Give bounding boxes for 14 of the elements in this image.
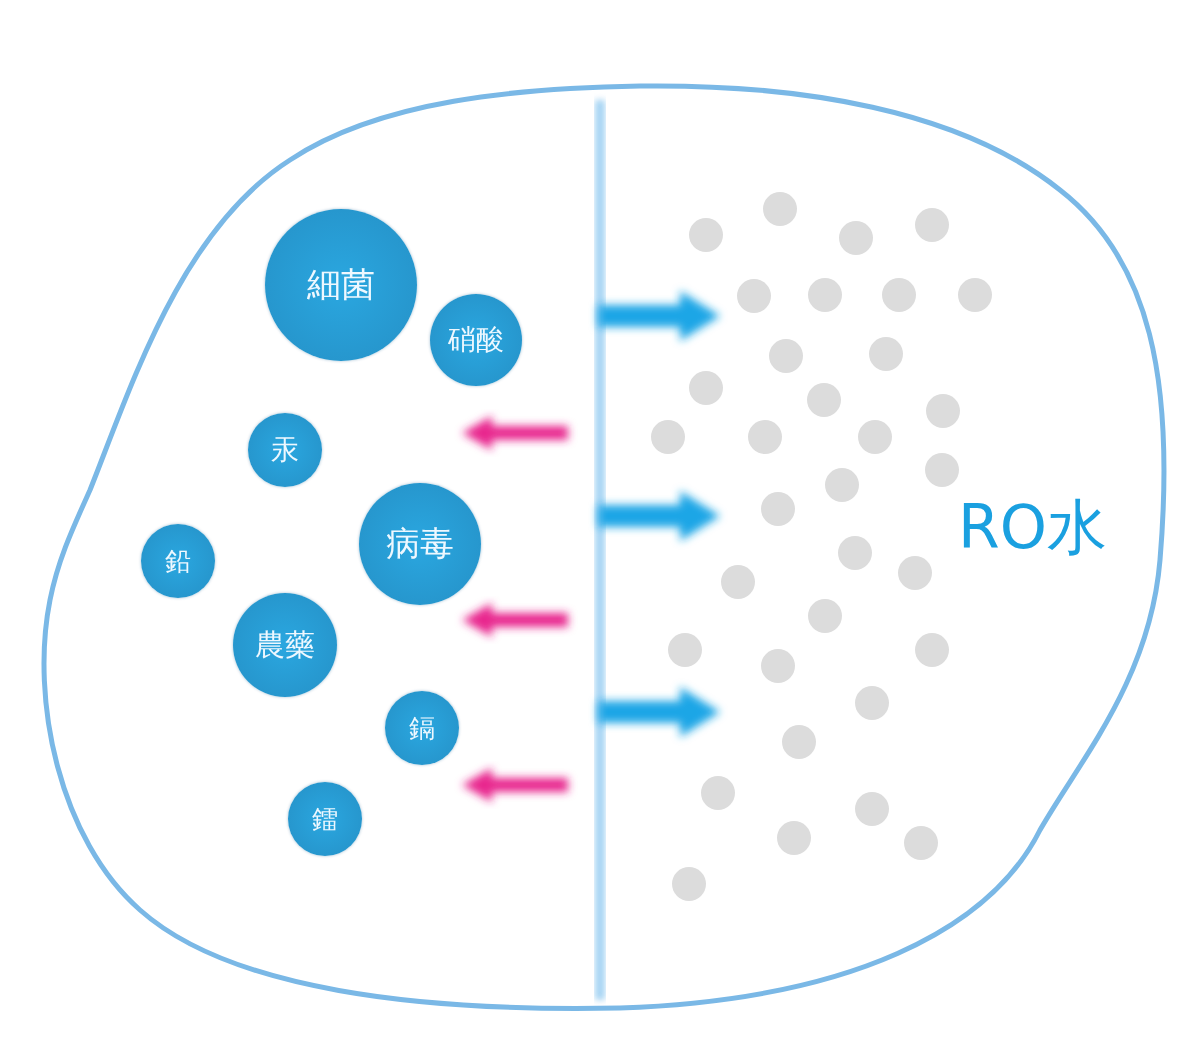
contaminant-name: 鎘 — [409, 711, 435, 745]
contaminant-name: 鉛 — [165, 544, 191, 578]
contaminant-name: 硝酸 — [448, 322, 504, 358]
water-label: RO水 — [958, 491, 1107, 564]
contaminant-name: 細菌 — [307, 263, 375, 306]
contaminant-circle — [288, 782, 362, 856]
contaminant-circle — [385, 691, 459, 765]
contaminant-name: 農藥 — [255, 625, 315, 664]
contaminant-circle — [430, 294, 522, 386]
contaminant-name: 病毒 — [386, 522, 454, 565]
contaminant-name: 鐳 — [312, 802, 338, 836]
contaminant-name: 汞 — [271, 432, 299, 468]
contaminant-circle — [248, 413, 322, 487]
contaminant-circle — [141, 524, 215, 598]
